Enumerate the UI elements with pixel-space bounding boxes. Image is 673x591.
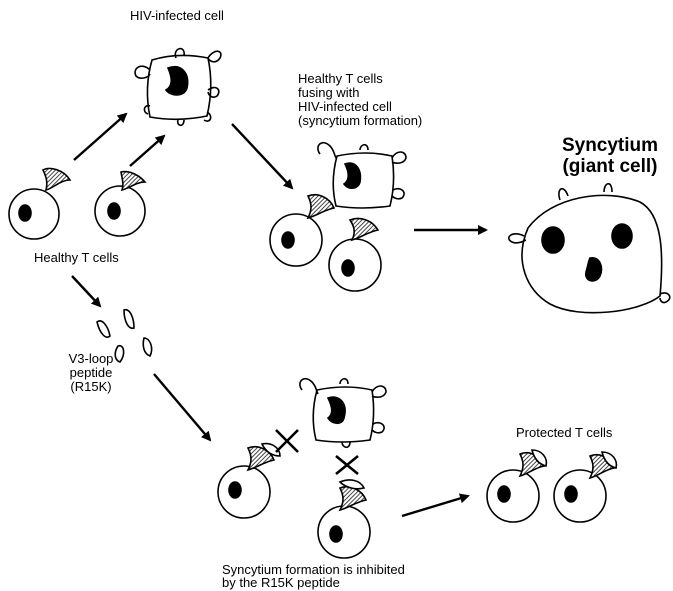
cd4-receptor-icon bbox=[308, 195, 334, 218]
arrow-icon bbox=[154, 374, 210, 440]
hiv-infected-cell-label: HIV-infected cell bbox=[130, 9, 224, 22]
inhibited-caption-line-2: by the R15K peptide bbox=[222, 576, 340, 589]
peptide-caption-line-3: (R15K) bbox=[56, 380, 126, 393]
arrow-icon bbox=[130, 136, 164, 166]
t-cell-icon bbox=[9, 189, 59, 239]
hiv-infected-cell-icon bbox=[300, 379, 386, 448]
t-cell-icon bbox=[554, 470, 606, 522]
t-cell-icon bbox=[487, 470, 539, 522]
cd4-receptor-icon bbox=[340, 487, 366, 510]
arrow-icon bbox=[402, 496, 468, 516]
cd4-receptor-icon bbox=[121, 172, 145, 190]
peptide-caption-line-1: V3-loop bbox=[56, 352, 126, 365]
block-cross-icon bbox=[276, 430, 298, 452]
fusing-caption-line-4: (syncytium formation) bbox=[298, 114, 422, 127]
arrow-icon bbox=[72, 276, 100, 306]
syncytium-giant-cell-icon bbox=[509, 184, 670, 313]
hiv-infected-cell-icon bbox=[318, 143, 406, 208]
t-cell-icon bbox=[270, 214, 322, 266]
fusing-caption-line-1: Healthy T cells bbox=[298, 72, 383, 85]
hiv-infected-cell-icon bbox=[135, 49, 221, 126]
t-cell-icon bbox=[329, 239, 381, 291]
t-cell-icon bbox=[318, 506, 370, 558]
arrow-icon bbox=[74, 114, 126, 160]
t-cell-icon bbox=[95, 186, 145, 236]
fusing-caption-line-3: HIV-infected cell bbox=[298, 100, 392, 113]
arrow-icon bbox=[232, 124, 292, 188]
healthy-t-cells-label: Healthy T cells bbox=[34, 251, 119, 264]
peptide-caption-line-2: peptide bbox=[56, 366, 126, 379]
protected-t-cells-label: Protected T cells bbox=[516, 426, 612, 439]
cd4-receptor-icon bbox=[350, 218, 378, 240]
cd4-receptor-icon bbox=[43, 168, 70, 190]
fusing-caption-line-2: fusing with bbox=[298, 86, 359, 99]
syncytium-title-line-1: Syncytium bbox=[550, 136, 670, 156]
block-cross-icon bbox=[336, 456, 358, 474]
syncytium-title-line-2: (giant cell) bbox=[550, 157, 670, 177]
t-cell-icon bbox=[218, 466, 270, 518]
